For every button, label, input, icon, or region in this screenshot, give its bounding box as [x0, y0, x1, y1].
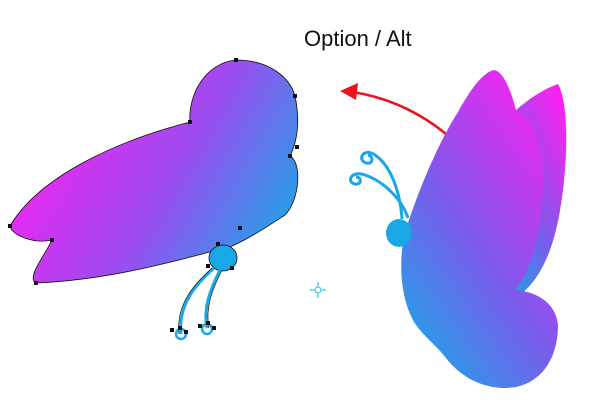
anchor-point[interactable]: [50, 238, 54, 242]
anchor-point[interactable]: [188, 120, 192, 124]
anchor-point[interactable]: [206, 321, 210, 325]
anchor-point[interactable]: [293, 94, 297, 98]
anchor-point[interactable]: [184, 330, 188, 334]
butterfly-rotated-copy[interactable]: [8, 58, 299, 341]
butterfly-head[interactable]: [208, 244, 238, 272]
anchor-point[interactable]: [234, 58, 238, 62]
anchor-point[interactable]: [288, 154, 292, 158]
butterfly-wing-shape[interactable]: [9, 59, 299, 284]
butterfly-wing-front[interactable]: [401, 70, 558, 388]
butterfly-antenna-upper: [360, 150, 404, 220]
butterfly-antenna-lower: [349, 172, 410, 219]
anchor-point[interactable]: [230, 266, 234, 270]
butterfly-head[interactable]: [386, 219, 412, 247]
anchor-point[interactable]: [34, 281, 38, 285]
anchor-point[interactable]: [178, 326, 182, 330]
anchor-point[interactable]: [170, 328, 174, 332]
anchor-point[interactable]: [295, 145, 299, 149]
anchor-point[interactable]: [198, 324, 202, 328]
anchor-point[interactable]: [8, 224, 12, 228]
anchor-point[interactable]: [238, 226, 242, 230]
crosshair-icon[interactable]: [310, 282, 326, 298]
anchor-point[interactable]: [216, 242, 220, 246]
anchor-point-markers[interactable]: [8, 58, 299, 334]
anchor-point[interactable]: [212, 326, 216, 330]
butterfly-original[interactable]: [349, 70, 567, 388]
modifier-key-label: Option / Alt: [304, 26, 412, 51]
anchor-point[interactable]: [206, 264, 210, 268]
